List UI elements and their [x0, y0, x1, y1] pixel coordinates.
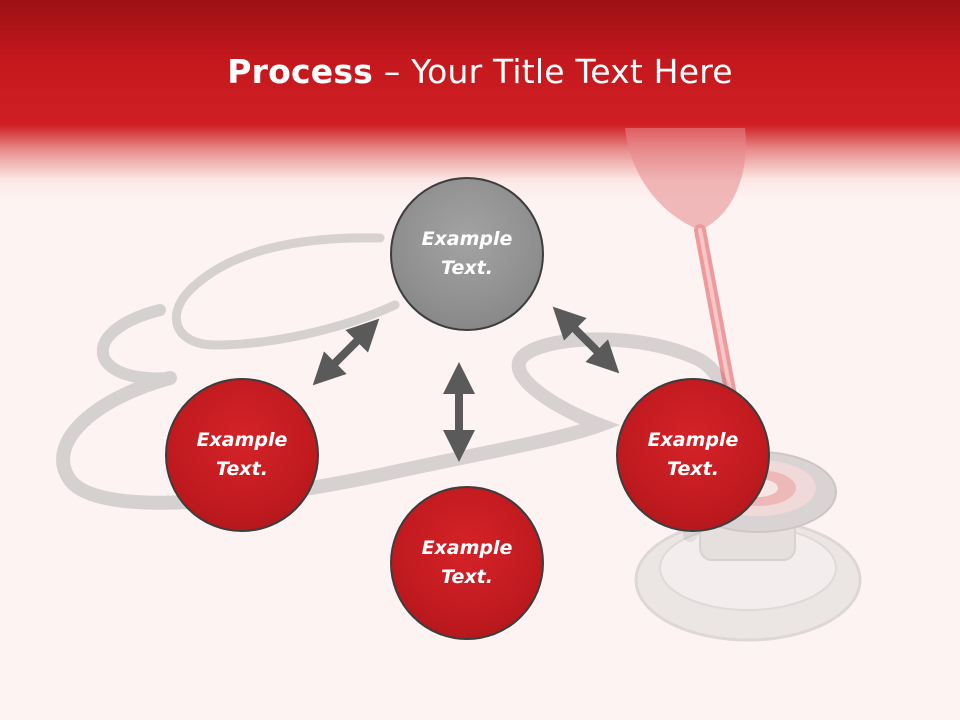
node-top-text: Example Text. [421, 228, 513, 279]
node-left[interactable]: Example Text. [165, 378, 319, 532]
arrow-top-left [312, 318, 380, 386]
node-right-text: Example Text. [647, 429, 739, 480]
arrow-top-right [552, 306, 620, 374]
slide-title: Process – Your Title Text Here [0, 52, 960, 91]
node-bottom[interactable]: Example Text. [390, 486, 544, 640]
node-top[interactable]: Example Text. [390, 177, 544, 331]
title-bold: Process [227, 52, 374, 91]
header-band [0, 0, 960, 200]
node-bottom-text: Example Text. [421, 537, 513, 588]
title-rest: – Your Title Text Here [373, 52, 733, 91]
node-left-text: Example Text. [196, 429, 288, 480]
node-right[interactable]: Example Text. [616, 378, 770, 532]
